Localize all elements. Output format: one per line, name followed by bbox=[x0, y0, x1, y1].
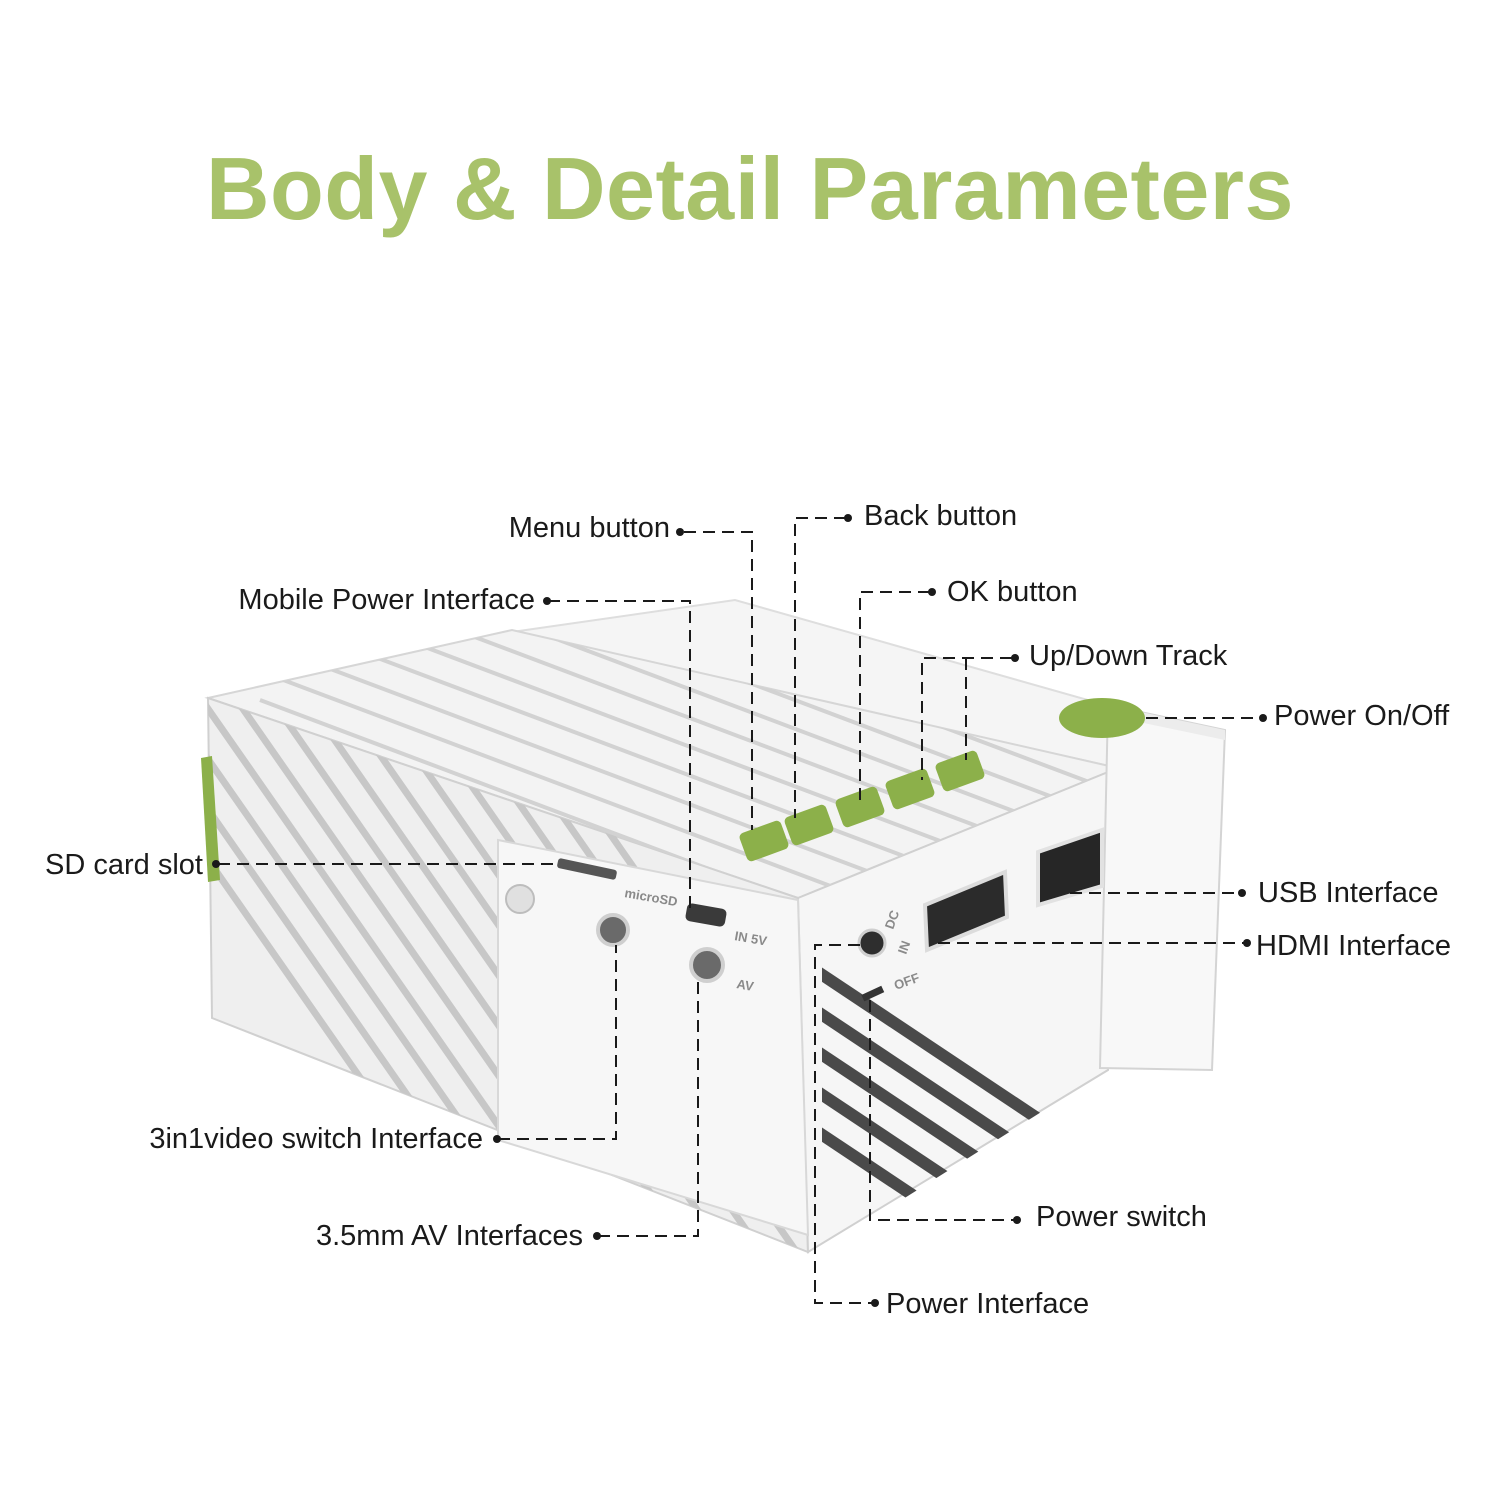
label-back-button: Back button bbox=[864, 500, 1018, 532]
back-key bbox=[784, 804, 834, 846]
micro-usb-port bbox=[685, 903, 727, 927]
control-buttons bbox=[739, 750, 985, 862]
label-power-switch: Power switch bbox=[1036, 1201, 1207, 1233]
ok-key bbox=[835, 786, 885, 828]
indicator-hole bbox=[505, 884, 535, 914]
headphone-jack bbox=[596, 913, 630, 947]
label-usb-interface: USB Interface bbox=[1258, 877, 1439, 909]
label-power-interface: Power Interface bbox=[886, 1288, 1090, 1320]
page-title: Body & Detail Parameters bbox=[206, 139, 1294, 238]
leader-dots bbox=[212, 514, 1267, 1307]
marking-av: AV bbox=[735, 976, 755, 994]
side-accent-strip bbox=[201, 756, 220, 882]
down-key bbox=[935, 750, 985, 792]
label-menu-button: Menu button bbox=[508, 512, 670, 544]
marking-in-5v: IN 5V bbox=[733, 928, 768, 948]
av-jack bbox=[689, 947, 725, 983]
label-hdmi-interface: HDMI Interface bbox=[1256, 930, 1451, 962]
label-mobile-power-interface: Mobile Power Interface bbox=[238, 584, 535, 616]
power-on-off-key bbox=[1059, 698, 1145, 738]
label-up-down-track: Up/Down Track bbox=[1029, 640, 1228, 672]
label-ok-button: OK button bbox=[947, 576, 1078, 608]
marking-dc: DC bbox=[882, 908, 903, 931]
leader-lines bbox=[218, 517, 1262, 1304]
marking-in: IN bbox=[895, 939, 914, 956]
device-details: microSD IN 5V AV DC IN OFF bbox=[505, 698, 1145, 1002]
projector-body bbox=[201, 598, 1227, 1254]
label-power-on-off: Power On/Off bbox=[1274, 700, 1450, 732]
menu-key bbox=[739, 820, 789, 862]
microsd-slot bbox=[557, 858, 617, 880]
hdmi-port bbox=[922, 869, 1010, 953]
label-av-interfaces: 3.5mm AV Interfaces bbox=[315, 1220, 583, 1252]
power-slide-switch bbox=[861, 985, 885, 1002]
dc-in-port bbox=[857, 928, 887, 958]
usb-port bbox=[1036, 827, 1104, 908]
label-video-switch-interface: 3in1video switch Interface bbox=[149, 1123, 483, 1155]
label-sd-card-slot: SD card slot bbox=[45, 849, 203, 881]
